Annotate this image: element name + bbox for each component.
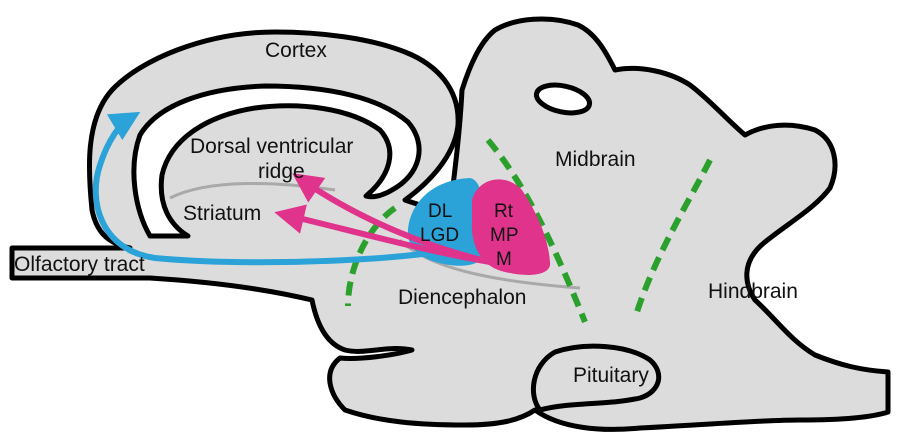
label-blue-nucleus-dl: DL	[428, 201, 452, 222]
label-blue-nucleus-lgd: LGD	[420, 225, 459, 246]
label-diencephalon: Diencephalon	[398, 286, 526, 309]
label-dorsal-ventricular-ridge-line1: Dorsal ventricular	[190, 135, 353, 158]
label-pink-nucleus-mp: MP	[490, 225, 519, 246]
label-dorsal-ventricular-ridge-line2: ridge	[258, 160, 305, 183]
label-pituitary: Pituitary	[573, 364, 649, 387]
label-midbrain: Midbrain	[555, 148, 636, 171]
label-hindbrain: Hindbrain	[708, 280, 798, 303]
label-olfactory-tract: Olfactory tract	[14, 253, 145, 276]
label-pink-nucleus-rt: Rt	[494, 201, 514, 222]
label-pink-nucleus-m: M	[496, 249, 512, 270]
label-striatum: Striatum	[183, 202, 261, 225]
label-cortex: Cortex	[265, 39, 327, 62]
